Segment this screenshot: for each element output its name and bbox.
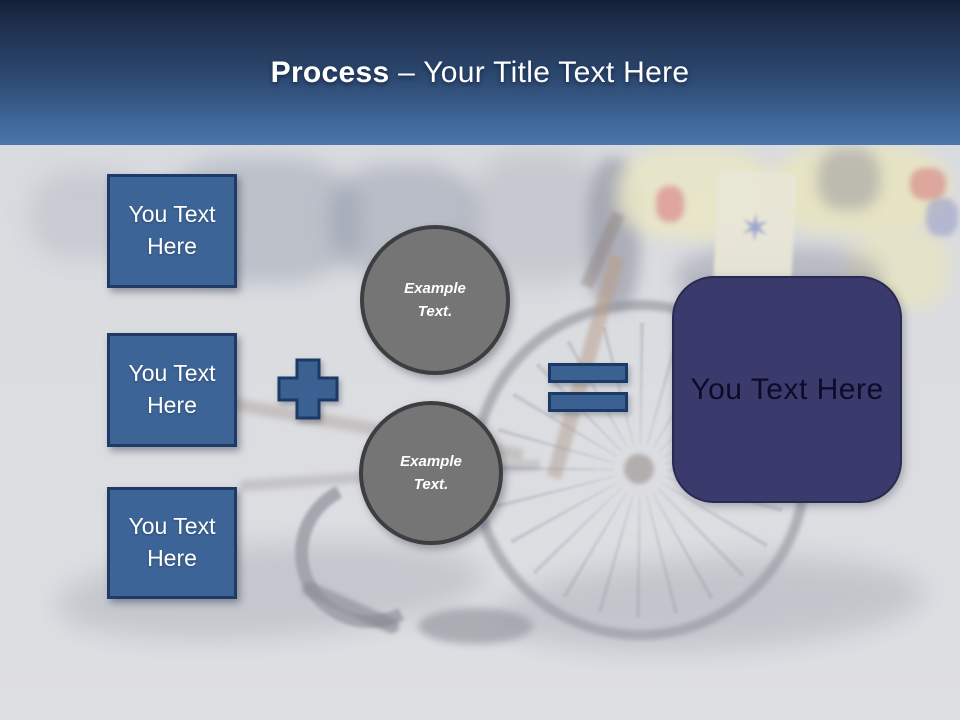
process-box-1-label: You Text Here xyxy=(128,201,216,259)
paramedic-motorcycle-shape xyxy=(818,148,880,210)
example-circle-1[interactable]: Example Text. xyxy=(360,225,510,375)
process-box-2[interactable]: You Text Here xyxy=(107,333,237,447)
process-box-1[interactable]: You Text Here xyxy=(107,174,237,288)
bicycle-seat-shadow xyxy=(418,608,533,644)
paramedic-motorcycle-shape xyxy=(656,186,684,222)
slide-title-subtitle: – Your Title Text Here xyxy=(389,55,690,89)
example-circle-2-label: Example Text. xyxy=(400,452,462,493)
result-box[interactable]: You Text Here xyxy=(672,276,902,503)
slide-title[interactable]: Process – Your Title Text Here xyxy=(271,56,690,90)
title-band: Process – Your Title Text Here xyxy=(0,0,960,145)
slide-title-keyword: Process xyxy=(270,55,390,89)
result-box-label: You Text Here xyxy=(690,372,884,406)
equals-bar-bottom xyxy=(548,392,628,412)
paramedic-motorcycle-shape xyxy=(910,168,946,200)
process-box-3-label: You Text Here xyxy=(128,513,216,571)
paramedic-motorcycle-shape xyxy=(926,198,958,236)
bicycle-wheel-hub xyxy=(624,454,654,484)
equals-bar-top xyxy=(548,363,628,383)
process-box-3[interactable]: You Text Here xyxy=(107,487,237,599)
equals-icon xyxy=(548,363,628,412)
example-circle-2[interactable]: Example Text. xyxy=(359,401,503,545)
plus-icon xyxy=(277,358,339,420)
example-circle-1-label: Example Text. xyxy=(404,279,466,320)
process-box-2-label: You Text Here xyxy=(128,360,216,418)
